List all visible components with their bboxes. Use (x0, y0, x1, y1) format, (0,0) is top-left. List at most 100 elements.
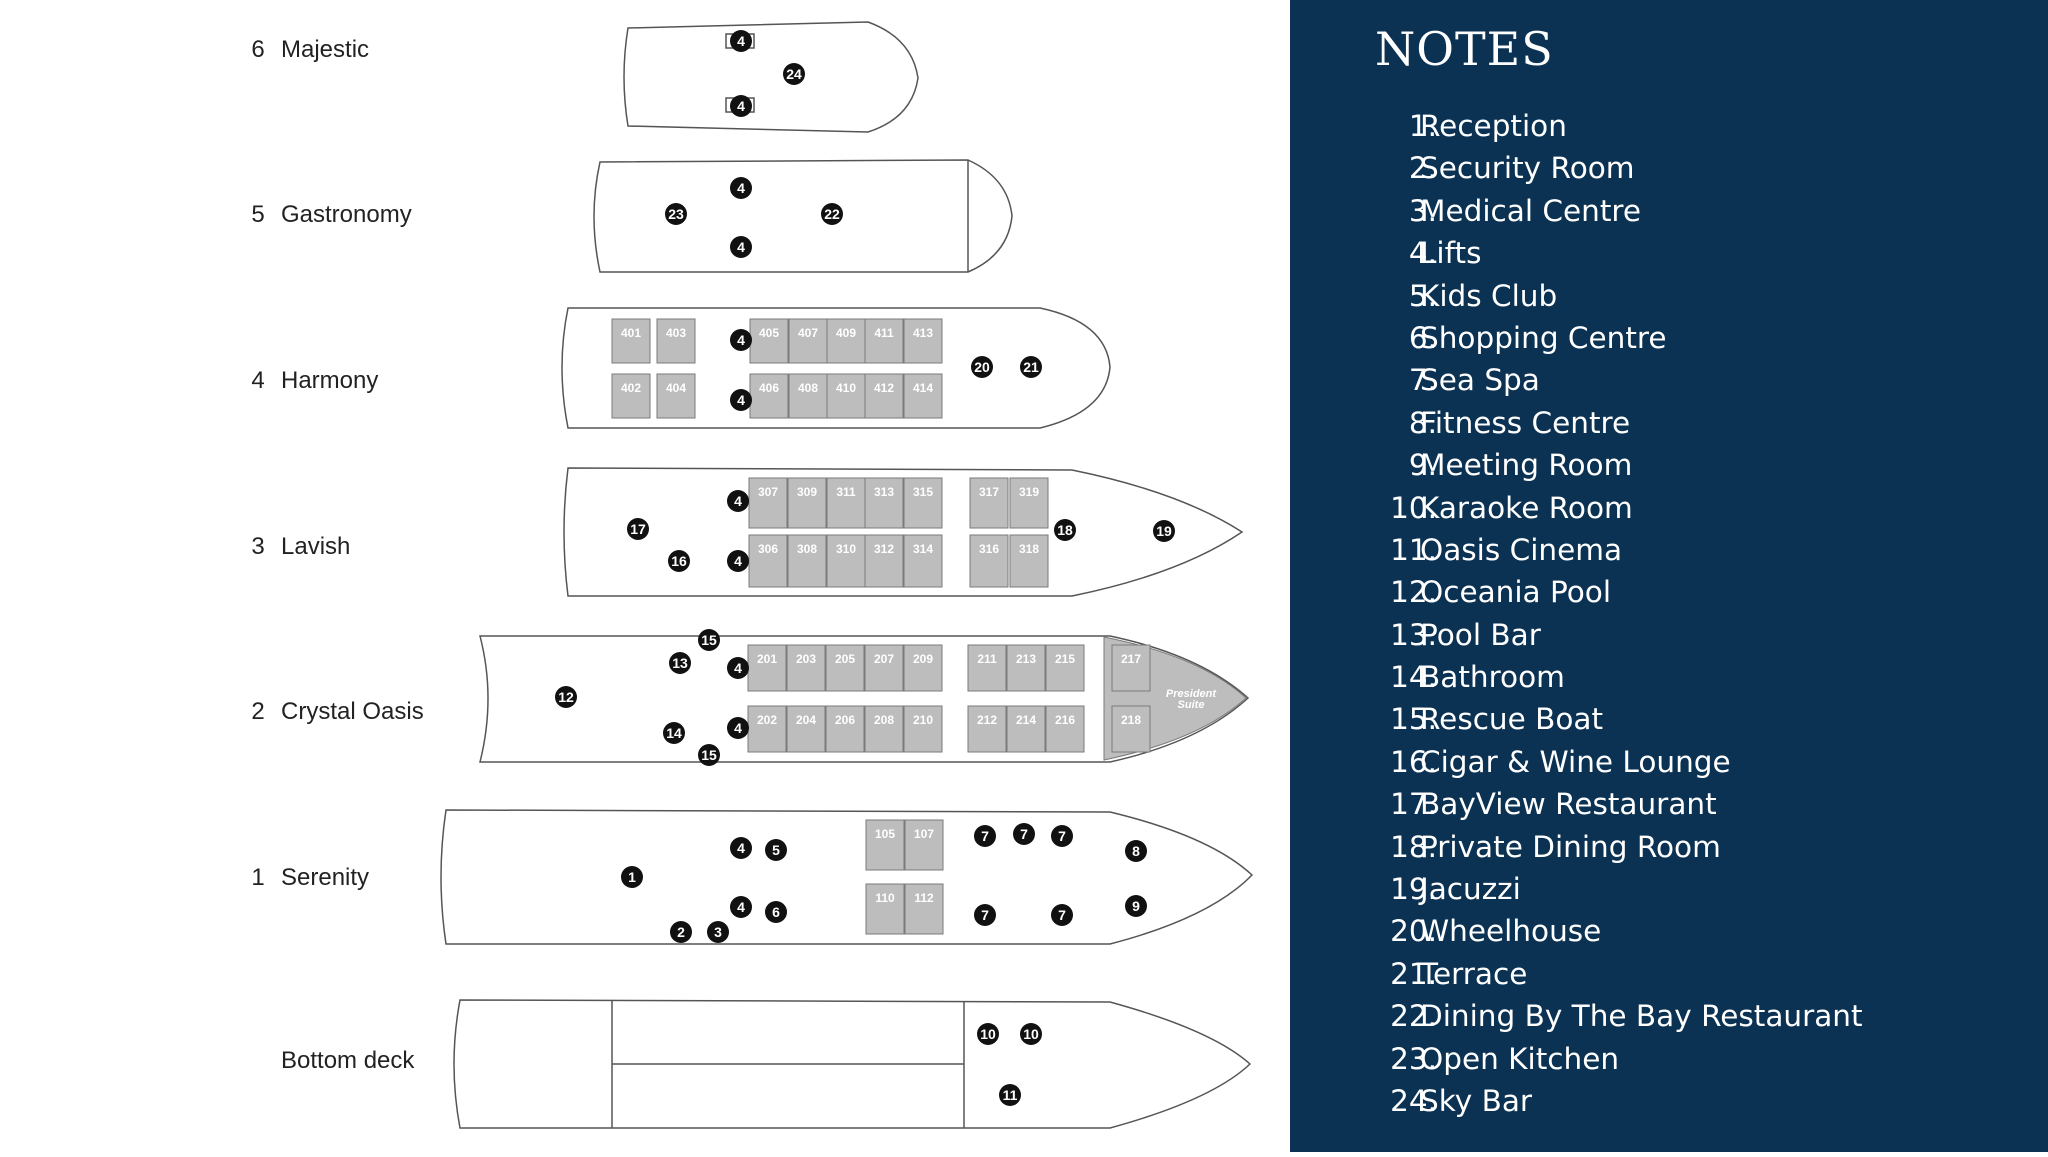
cabin-number: 408 (798, 381, 818, 395)
note-text: Karaoke Room (1420, 490, 1633, 525)
marker-number: 4 (737, 392, 745, 408)
note-item: 19.Jacuzzi (1290, 872, 2048, 914)
deck-number: 5 (251, 201, 265, 228)
cabin: 408 (788, 373, 828, 419)
note-number: 16. (1390, 744, 1437, 779)
marker-number: 3 (714, 924, 722, 940)
marker-number: 19 (1156, 523, 1172, 539)
note-item: 8.Fitness Centre (1290, 406, 2048, 448)
location-marker: 16 (668, 550, 690, 572)
deck-name: Gastronomy (281, 201, 412, 228)
marker-number: 21 (1023, 359, 1039, 375)
marker-number: 8 (1132, 843, 1140, 859)
note-item: 17.BayView Restaurant (1290, 787, 2048, 829)
cabin-number: 201 (757, 652, 777, 666)
note-item: 10.Karaoke Room (1290, 491, 2048, 533)
location-marker: 21 (1020, 356, 1042, 378)
location-marker: 7 (1051, 825, 1073, 847)
location-marker: 15 (698, 744, 720, 766)
deck-name: Crystal Oasis (281, 698, 424, 725)
cabin-number: 110 (875, 891, 895, 905)
cabin: 204 (786, 705, 826, 753)
cabin-number: 411 (874, 326, 894, 340)
cabin: 409 (826, 318, 866, 364)
cabin: 217 (1111, 644, 1151, 692)
deck-label-bottom: Bottom deck (0, 1047, 600, 1077)
harmony-hull (561, 307, 1111, 429)
cabin: 407 (788, 318, 828, 364)
marker-number: 22 (824, 206, 840, 222)
cabin: 211 (967, 644, 1007, 692)
cabin: 403 (656, 318, 696, 364)
location-marker: 2 (670, 921, 692, 943)
note-text: Security Room (1420, 151, 1635, 186)
cabin-number: 217 (1121, 652, 1141, 666)
cabin: 309 (787, 477, 827, 529)
cabin-number: 107 (914, 827, 934, 841)
deck-label-gastronomy: 5 Gastronomy (0, 201, 600, 231)
note-number: 13. (1390, 617, 1437, 652)
marker-number: 15 (701, 747, 717, 763)
note-text: Shopping Centre (1420, 320, 1667, 355)
marker-number: 2 (677, 924, 685, 940)
note-number: 8. (1408, 405, 1437, 440)
cabin: 404 (656, 373, 696, 419)
note-item: 15.Rescue Boat (1290, 702, 2048, 744)
marker-number: 4 (734, 660, 742, 676)
cabin-number: 407 (798, 326, 818, 340)
cabin: 215 (1045, 644, 1085, 692)
marker-number: 4 (737, 899, 745, 915)
cabin-number: 209 (913, 652, 933, 666)
note-item: 18.Private Dining Room (1290, 830, 2048, 872)
note-text: Lifts (1420, 236, 1482, 271)
marker-number: 9 (1132, 898, 1140, 914)
deck-name: Majestic (281, 36, 370, 63)
cabin-number: 313 (874, 485, 894, 499)
note-number: 10. (1390, 490, 1437, 525)
location-marker: 11 (999, 1084, 1021, 1106)
cabin: 312 (864, 534, 904, 588)
note-item: 24.Sky Bar (1290, 1084, 2048, 1126)
location-marker: 22 (821, 203, 843, 225)
location-marker: 4 (727, 490, 749, 512)
note-text: Private Dining Room (1420, 829, 1721, 864)
marker-number: 13 (672, 655, 688, 671)
marker-number: 10 (1023, 1026, 1039, 1042)
location-marker: 10 (977, 1023, 999, 1045)
marker-number: 18 (1057, 522, 1073, 538)
cabin-number: 315 (913, 485, 933, 499)
cabin-number: 405 (759, 326, 779, 340)
cabin-number: 403 (666, 326, 686, 340)
cabin-number: 312 (874, 542, 894, 556)
note-text: Reception (1420, 109, 1567, 143)
marker-number: 4 (734, 493, 742, 509)
cabin: 210 (903, 705, 943, 753)
note-item: 1.Reception (1290, 109, 2048, 151)
deck-number: 4 (251, 367, 265, 394)
cabin-number: 308 (797, 542, 817, 556)
cabin-number: 310 (836, 542, 856, 556)
location-marker: 3 (707, 921, 729, 943)
marker-number: 6 (772, 904, 780, 920)
cabin-number: 409 (836, 326, 856, 340)
location-marker: 18 (1054, 519, 1076, 541)
location-marker: 10 (1020, 1023, 1042, 1045)
location-marker: 4 (730, 30, 752, 52)
note-number: 9. (1408, 448, 1437, 483)
location-marker: 4 (730, 95, 752, 117)
deck-name: Lavish (281, 533, 351, 560)
note-text: Rescue Boat (1420, 702, 1604, 737)
cabin-number: 318 (1019, 542, 1039, 556)
note-number: 5. (1408, 278, 1437, 313)
marker-number: 7 (1058, 907, 1066, 923)
marker-number: 12 (558, 689, 574, 705)
cabin: 311 (826, 477, 866, 529)
location-marker: 4 (727, 717, 749, 739)
serenity-hull (440, 809, 1254, 945)
cabin: 315 (903, 477, 943, 529)
note-item: 6.Shopping Centre (1290, 321, 2048, 363)
cabin: 318 (1009, 534, 1049, 588)
marker-number: 23 (668, 206, 684, 222)
cabin: 205 (825, 644, 865, 692)
